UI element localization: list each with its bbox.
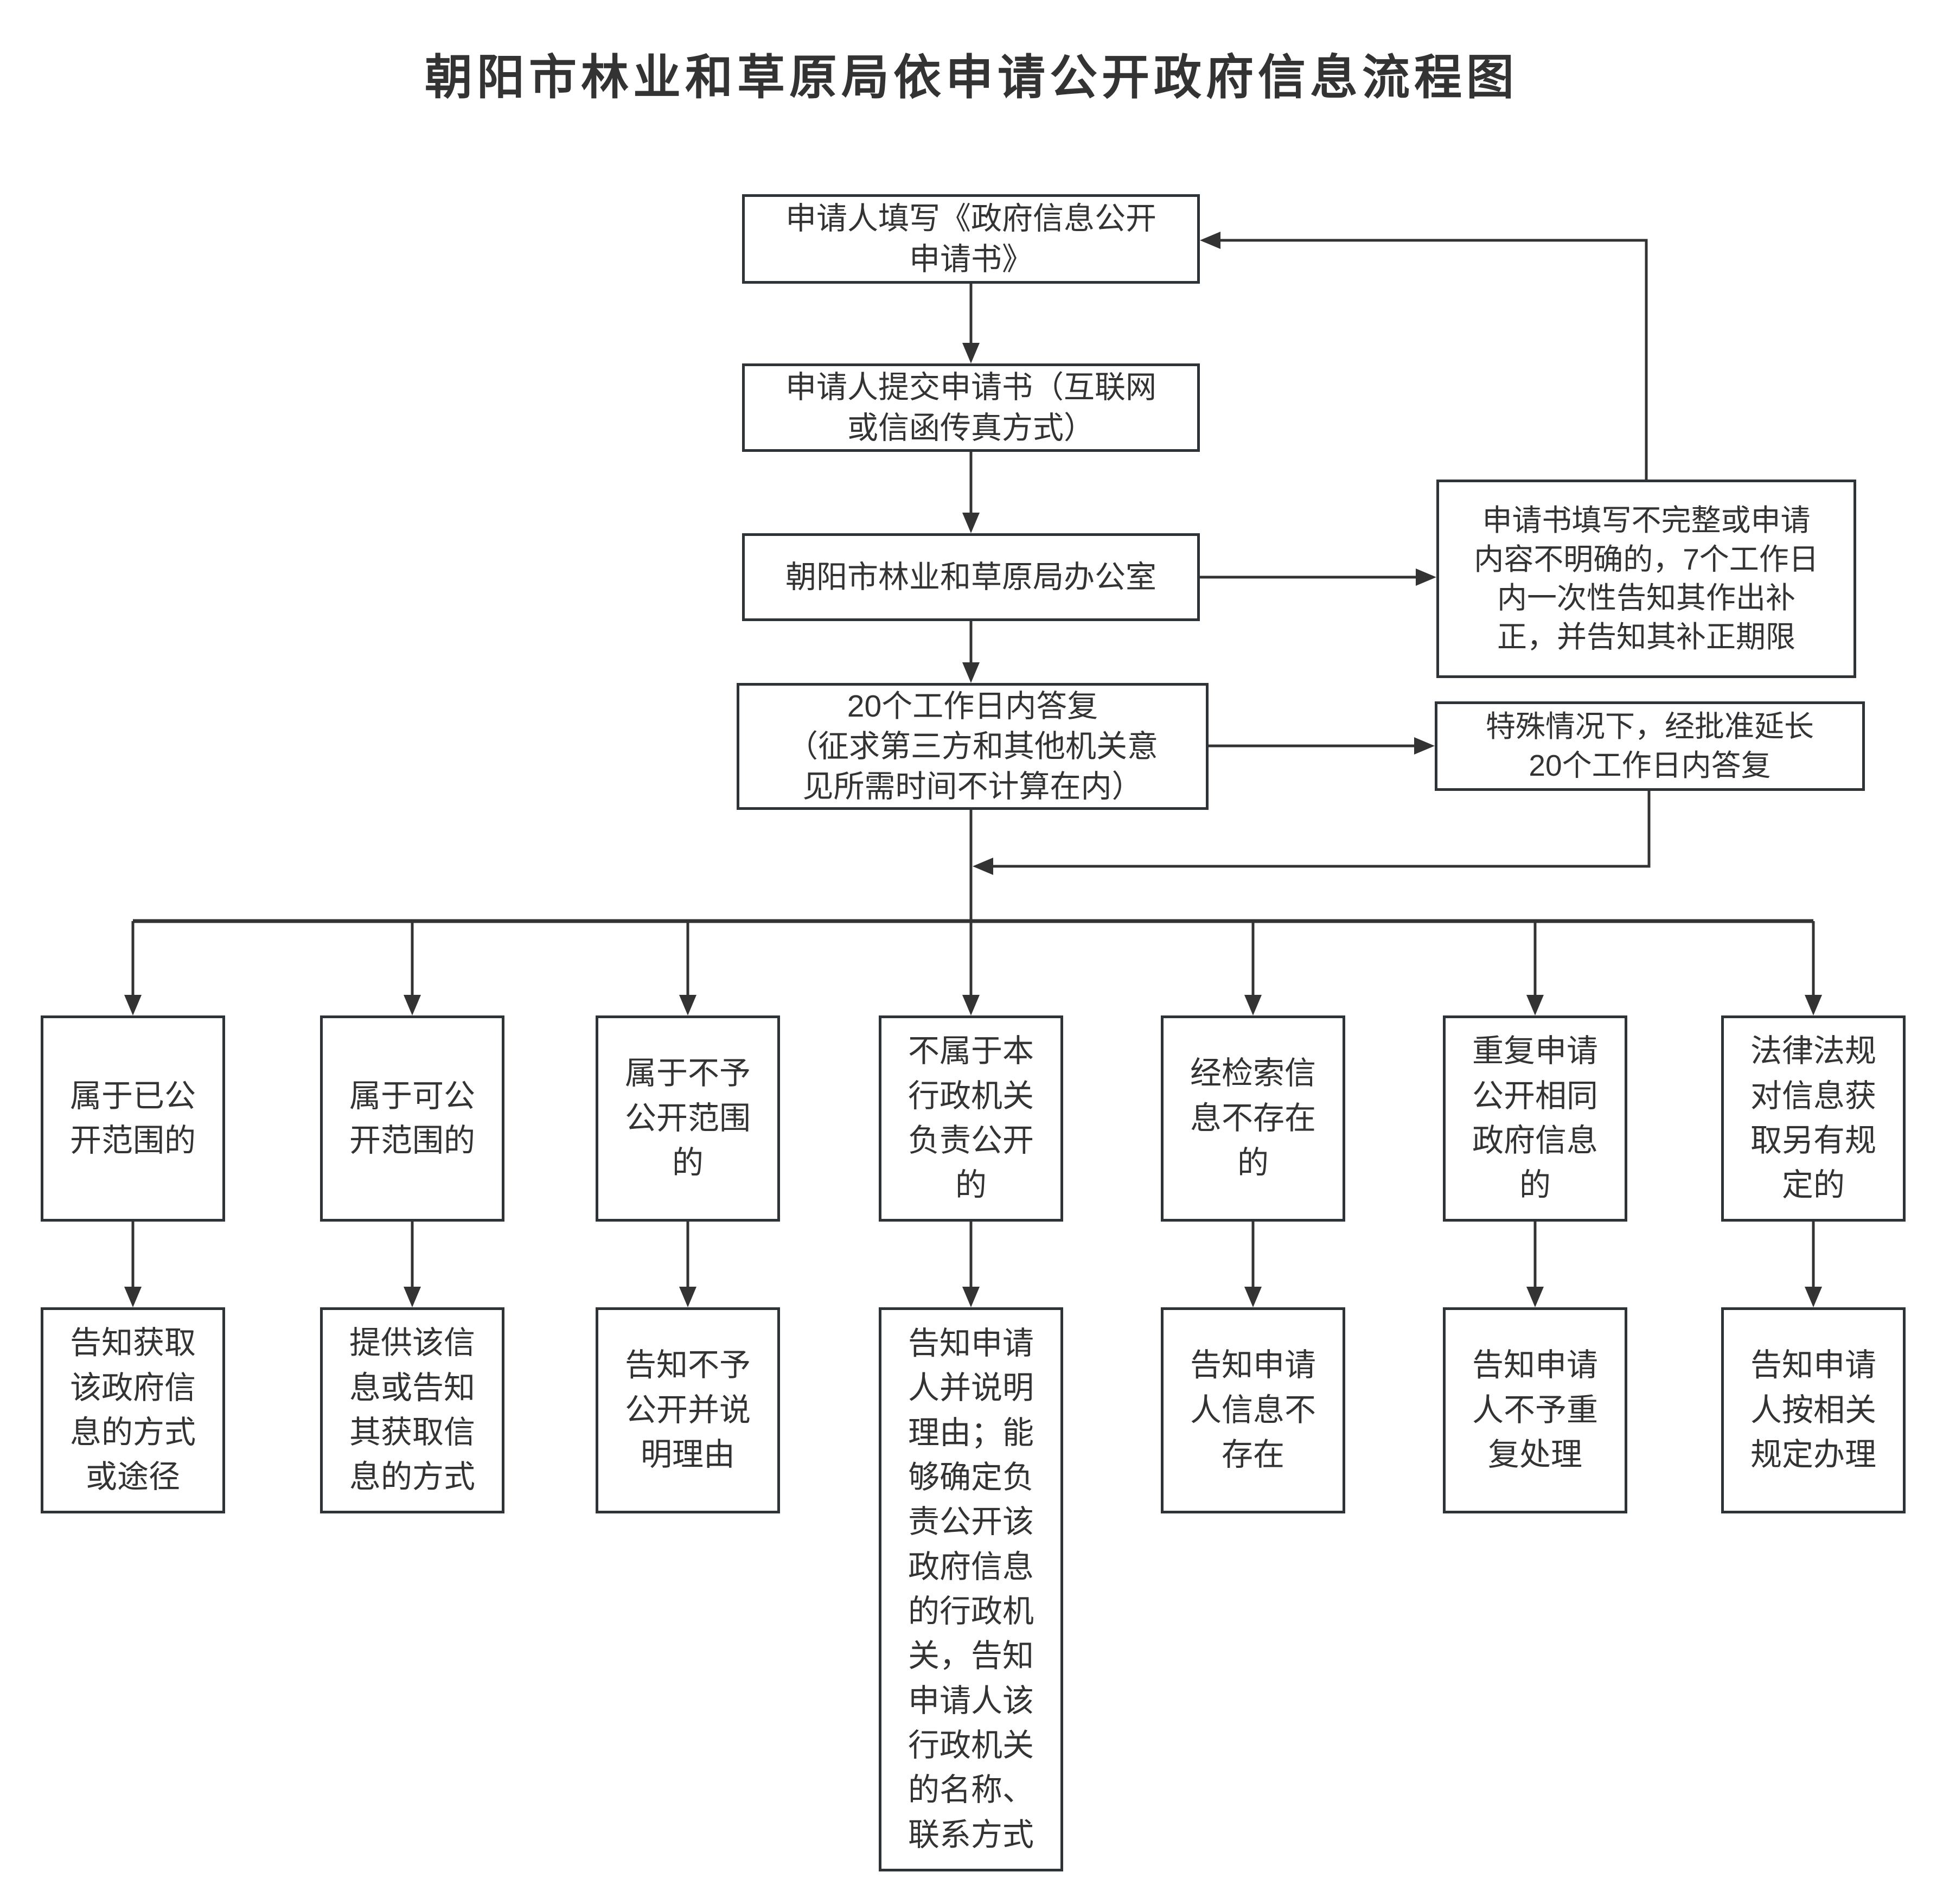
branch-action-5: 告知申请 人信息不 存在 [1161,1307,1345,1513]
arrow-down-icon [1526,995,1544,1015]
branch-condition-1: 属于已公 开范围的 [41,1015,225,1222]
branch-condition-6: 重复申请 公开相同 政府信息 的 [1443,1015,1627,1222]
branch-action-7: 告知申请 人按相关 规定办理 [1721,1307,1906,1513]
branch-condition-7: 法律法规 对信息获 取另有规 定的 [1721,1015,1906,1222]
arrow-down-icon [124,1287,142,1307]
note-extension-20-days: 特殊情况下，经批准延长 20个工作日内答复 [1435,701,1865,791]
arrow-right-icon [1414,737,1435,755]
branch-condition-2: 属于可公 开范围的 [320,1015,504,1222]
page-title: 朝阳市林业和草原局依申请公开政府信息流程图 [424,50,1518,104]
arrow-down-icon [962,995,980,1015]
note-supplement-correction: 申请书填写不完整或申请 内容不明确的，7个工作日 内一次性告知其作出补 正，并告… [1436,480,1856,678]
branch-condition-3: 属于不予 公开范围 的 [596,1015,780,1222]
arrow-down-icon [404,1287,421,1307]
arrow-down-icon [124,995,142,1015]
arrow-down-icon [1244,1287,1262,1307]
branch-action-4: 告知申请 人并说明 理由；能 够确定负 责公开该 政府信息 的行政机 关，告知 … [879,1307,1063,1871]
branch-condition-5: 经检索信 息不存在 的 [1161,1015,1345,1222]
arrow-down-icon [1244,995,1262,1015]
flow-step-submit-application: 申请人提交申请书（互联网 或信函传真方式） [742,363,1200,452]
branch-action-1: 告知获取 该政府信 息的方式 或途径 [41,1307,225,1513]
branch-action-2: 提供该信 息或告知 其获取信 息的方式 [320,1307,504,1513]
arrow-left-icon [973,858,993,875]
flow-step-bureau-office: 朝阳市林业和草原局办公室 [742,533,1200,621]
flow-step-reply-20-days: 20个工作日内答复 （征求第三方和其他机关意 见所需时间不计算在内） [737,683,1209,810]
flow-step-fill-application: 申请人填写《政府信息公开 申请书》 [742,194,1200,284]
arrow-right-icon [1416,568,1436,586]
branch-condition-4: 不属于本 行政机关 负责公开 的 [879,1015,1063,1222]
arrow-down-icon [679,1287,696,1307]
arrow-down-icon [679,995,696,1015]
arrow-down-icon [962,662,980,683]
arrow-down-icon [962,513,980,533]
arrow-down-icon [962,343,980,363]
arrow-down-icon [404,995,421,1015]
connector-supplement-feedback [1220,239,1648,480]
arrow-down-icon [962,1287,980,1307]
branch-action-6: 告知申请 人不予重 复处理 [1443,1307,1627,1513]
arrow-down-icon [1805,995,1822,1015]
arrow-down-icon [1805,1287,1822,1307]
arrow-down-icon [1526,1287,1544,1307]
branch-action-3: 告知不予 公开并说 明理由 [596,1307,780,1513]
arrow-left-icon [1200,232,1220,249]
